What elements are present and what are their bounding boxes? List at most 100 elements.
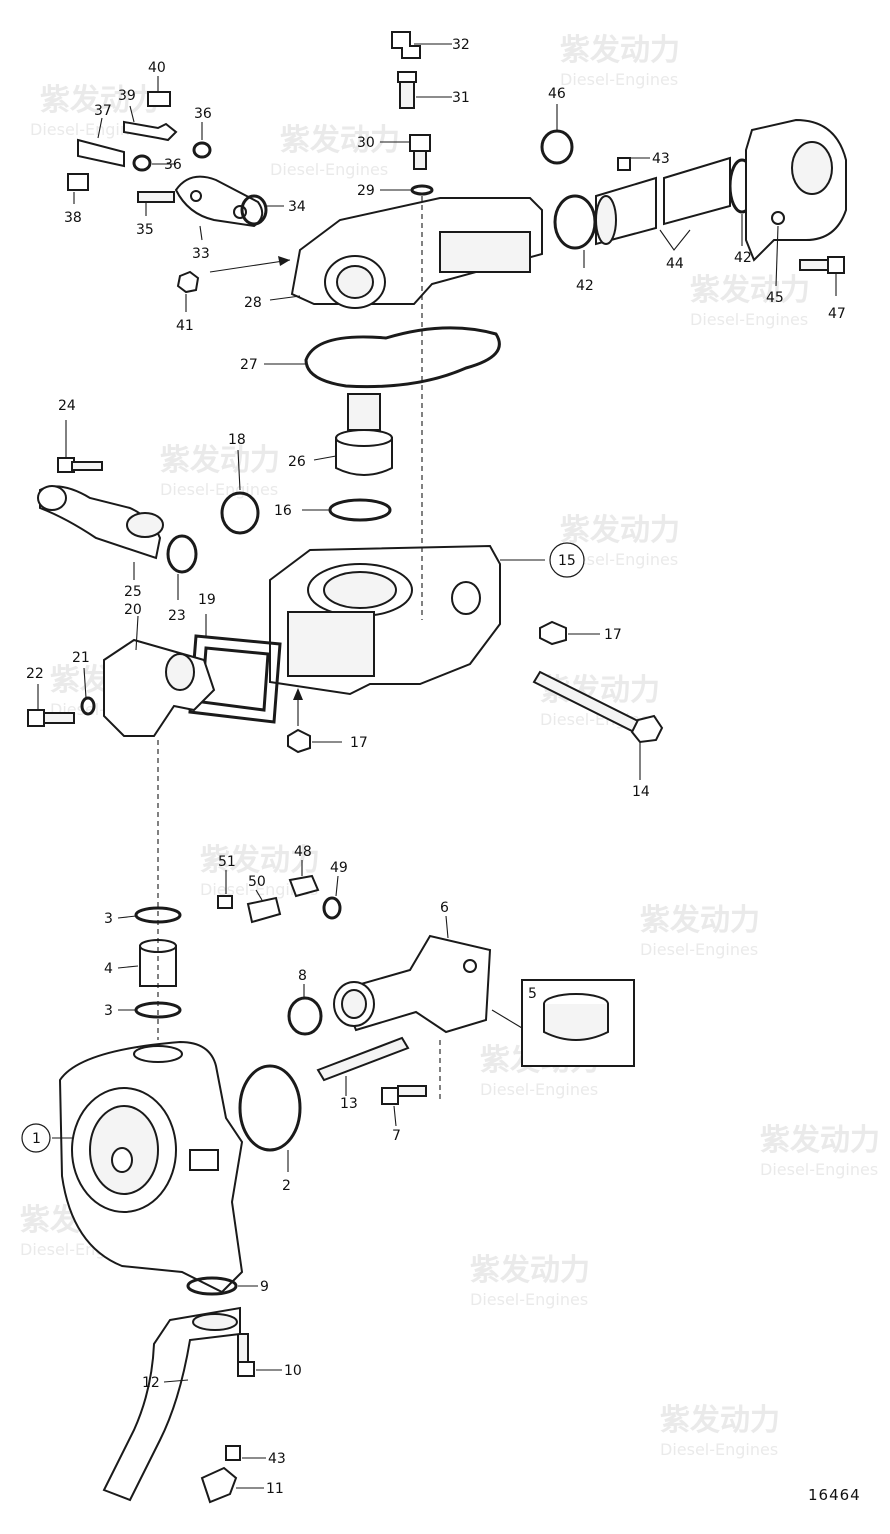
seal-5-body [543, 1004, 609, 1041]
arrowhead [293, 688, 303, 700]
plug-40 [147, 91, 171, 107]
callout-50: 50 [248, 874, 266, 890]
pump-outlet-6 [338, 934, 492, 1034]
screw-43-lower [225, 1445, 241, 1461]
sensor-39 [123, 120, 178, 142]
pump-boss [189, 1149, 219, 1171]
seal-16 [328, 498, 392, 522]
leader [135, 615, 139, 651]
callout-25: 25 [124, 584, 142, 600]
callout-31: 31 [452, 90, 470, 106]
callout-45: 45 [766, 290, 784, 306]
bolt-shank-30 [413, 150, 427, 170]
leader [445, 915, 449, 939]
housing-bore [791, 141, 833, 195]
leader [393, 1105, 397, 1127]
leader [129, 105, 135, 123]
o-ring-23 [166, 534, 198, 574]
callout-47: 47 [828, 306, 846, 322]
nut-17-right [539, 620, 567, 646]
callout-18: 18 [228, 432, 246, 448]
leader [775, 225, 779, 287]
callout-13: 13 [340, 1096, 358, 1112]
screw-22-head [27, 709, 45, 727]
callout-46: 46 [548, 86, 566, 102]
watermark-cn: 紫发动力 [660, 1403, 780, 1438]
watermark-en: Diesel-Engines [560, 550, 678, 569]
gasket-9 [186, 1276, 238, 1296]
leader-lines [37, 43, 837, 1489]
gasket-27 [304, 326, 501, 389]
nut-41 [176, 270, 200, 294]
o-ring-34 [240, 194, 268, 226]
leader [83, 667, 87, 699]
thermostat-body-26 [335, 437, 393, 476]
watermark-cn: 紫发动力 [200, 843, 320, 878]
housing-inner-bore [323, 571, 397, 609]
callout-11: 11 [266, 1481, 284, 1497]
screw-35 [137, 191, 175, 203]
callout-16: 16 [274, 503, 292, 519]
watermark-en: Diesel-Engines [30, 120, 148, 139]
washer-29 [410, 184, 434, 196]
screw-10-head [237, 1361, 255, 1377]
inlet-pipe-12 [102, 1306, 241, 1502]
screw-10-shank [237, 1333, 249, 1365]
screw-7-head [381, 1087, 399, 1105]
callout-40: 40 [148, 60, 166, 76]
callout-28: 28 [244, 295, 262, 311]
callout-36-lower: 36 [164, 157, 182, 173]
callout-48: 48 [294, 844, 312, 860]
callout-15-circle [549, 542, 585, 578]
screw-43 [617, 157, 631, 171]
stud-14-nut [630, 714, 664, 744]
flange-hole [190, 190, 202, 202]
callout-51: 51 [218, 854, 236, 870]
detail-arrow [491, 1009, 523, 1029]
watermark-en: Diesel-Engines [480, 1080, 598, 1099]
callout-36-upper: 36 [194, 106, 212, 122]
o-ring-42-left [553, 194, 597, 250]
callout-10: 10 [284, 1363, 302, 1379]
watermark-en: Diesel-Engines [270, 160, 388, 179]
connector-pipe-44b [663, 156, 731, 226]
callout-44: 44 [666, 256, 684, 272]
watermark-en: Diesel-Engines [640, 940, 758, 959]
callout-labels: 32 31 30 29 40 39 37 36 36 38 35 33 34 4… [21, 37, 846, 1497]
callout-21: 21 [72, 650, 90, 666]
callout-34: 34 [288, 199, 306, 215]
callout-33: 33 [192, 246, 210, 262]
leader [269, 295, 301, 301]
callout-8: 8 [298, 968, 307, 984]
o-ring-46 [540, 129, 574, 165]
watermark-en: Diesel-Engines [160, 480, 278, 499]
leader [313, 455, 337, 461]
drawing-number: 16464 [808, 1486, 861, 1504]
nut-17-bottom [287, 728, 311, 754]
callout-49: 49 [330, 860, 348, 876]
callout-29: 29 [357, 183, 375, 199]
callout-35: 35 [136, 222, 154, 238]
washer-36-upper [192, 141, 212, 159]
o-ring-8 [287, 996, 323, 1036]
watermark-cn: 紫发动力 [470, 1253, 590, 1288]
watermark-cn: 紫发动力 [280, 123, 400, 158]
clamp-50 [246, 896, 282, 924]
callout-20: 20 [124, 602, 142, 618]
callout-41: 41 [176, 318, 194, 334]
leader [335, 875, 339, 897]
watermark-cn: 紫发动力 [640, 903, 760, 938]
callout-2: 2 [282, 1178, 291, 1194]
gasket-19-inner [200, 646, 270, 712]
screw-47-shank [799, 259, 829, 271]
pipe-opening [37, 485, 67, 511]
leader [199, 225, 203, 241]
callout-5: 5 [528, 986, 537, 1002]
leader [237, 449, 241, 491]
watermark-cn: 紫发动力 [560, 513, 680, 548]
callout-43-lower: 43 [268, 1451, 286, 1467]
housing-hole [771, 211, 785, 225]
pipe-flange-bore [126, 512, 164, 538]
washer-21 [80, 696, 96, 716]
plug-38 [67, 173, 89, 191]
